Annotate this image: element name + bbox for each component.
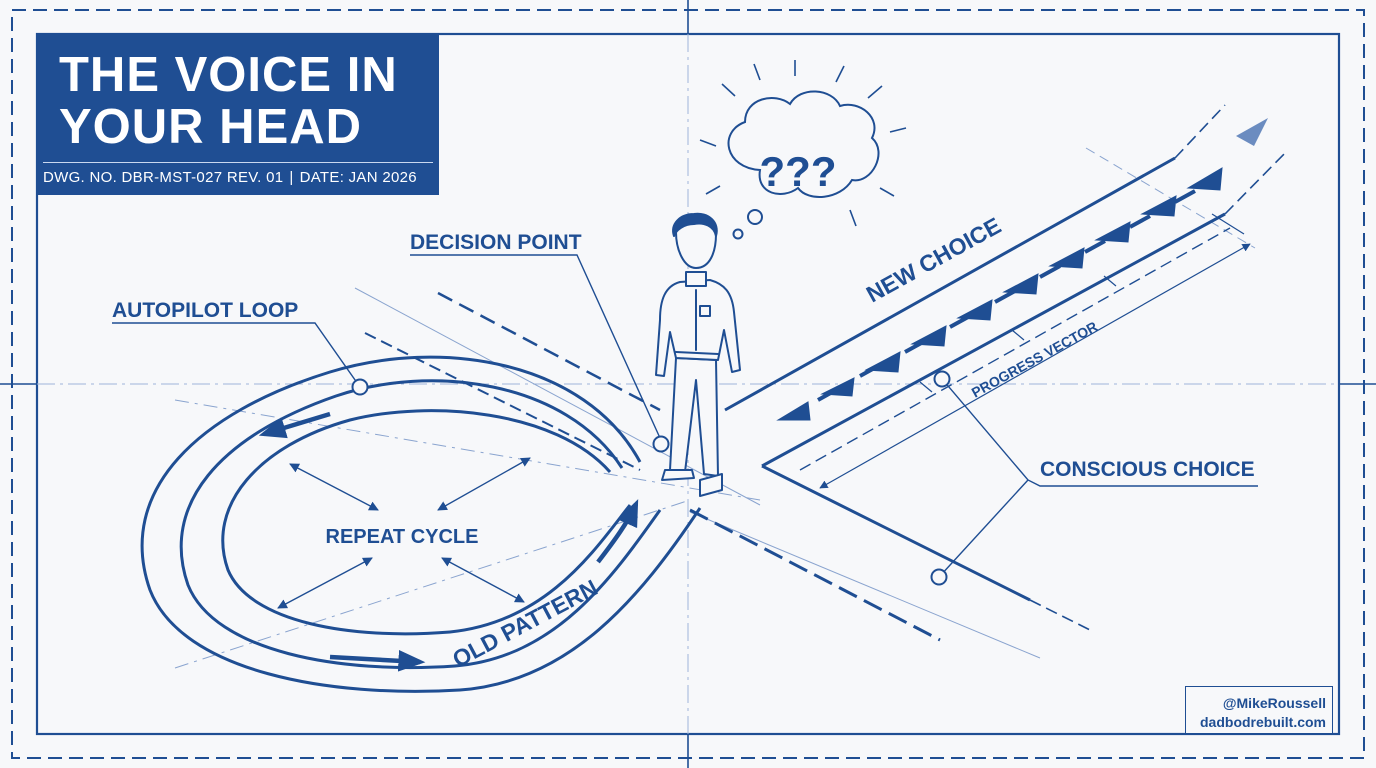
- title-block: THE VOICE IN YOUR HEAD DWG. NO. DBR-MST-…: [37, 35, 439, 195]
- autopilot-loop-track: [140, 355, 702, 693]
- page-title: THE VOICE IN YOUR HEAD: [59, 48, 398, 154]
- credit-handle: @MikeRoussell: [1222, 695, 1326, 711]
- drawing-number: DWG. NO. DBR-MST-027 REV. 01: [43, 169, 284, 186]
- loop-direction-arrows: [258, 411, 639, 672]
- info-separator: |: [289, 169, 294, 186]
- thought-bubble: [699, 60, 907, 240]
- old-pattern-label: OLD PATTERN: [448, 574, 602, 672]
- construction-lines: [174, 147, 1256, 669]
- credit-box: @MikeRoussell dadbodrebuilt.com: [1185, 686, 1333, 734]
- progress-vector-line: [799, 213, 1251, 489]
- node-circles: [351, 370, 951, 586]
- decision-point-label: DECISION POINT: [410, 231, 582, 254]
- progress-vector-label: PROGRESS VECTOR: [969, 318, 1100, 401]
- autopilot-node: [351, 378, 369, 396]
- conscious-choice-label: CONSCIOUS CHOICE: [1040, 458, 1255, 481]
- thought-rays: [699, 60, 907, 227]
- progress-arrows: [776, 118, 1268, 421]
- autopilot-loop-label: AUTOPILOT LOOP: [112, 299, 298, 322]
- repeat-cycle-arrows: [277, 457, 531, 609]
- credit-site: dadbodrebuilt.com: [1200, 714, 1326, 730]
- thought-question-marks: ???: [760, 148, 837, 195]
- drawing-date: DATE: JAN 2026: [299, 169, 417, 186]
- progress-node: [933, 370, 951, 388]
- decision-node: [652, 435, 670, 453]
- title-divider: [43, 162, 433, 163]
- conscious-node: [930, 568, 948, 586]
- repeat-cycle-label: REPEAT CYCLE: [326, 526, 479, 548]
- drawing-info: DWG. NO. DBR-MST-027 REV. 01 | DATE: JAN 2…: [43, 169, 435, 186]
- person-figure: [655, 212, 741, 497]
- leader-lines: [112, 254, 1258, 577]
